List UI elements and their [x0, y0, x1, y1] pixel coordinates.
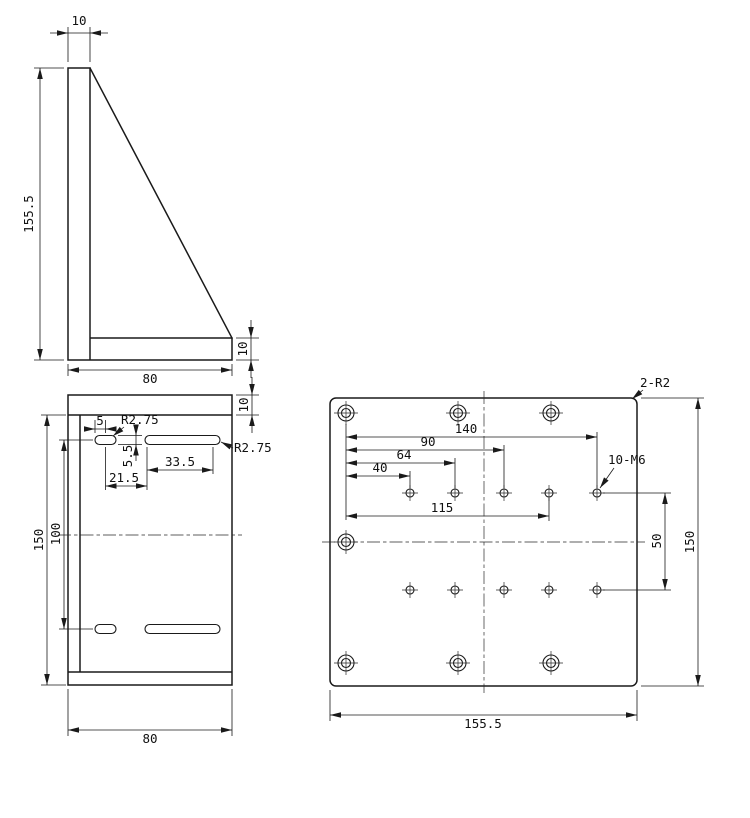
- top-view: 140 90 64 40 115 50 150 155.5: [322, 375, 704, 731]
- dim-label: R2.75: [234, 440, 272, 455]
- extension-lines: [67, 27, 91, 62]
- dim-front-overall-height: 150: [31, 414, 66, 686]
- dim-label: 155.5: [464, 716, 502, 731]
- dim-label: 10-M6: [608, 452, 646, 467]
- note-tapped-holes: 10-M6: [599, 452, 646, 489]
- note-corner-radius: 2-R2: [631, 375, 670, 400]
- extension-lines: [118, 435, 142, 445]
- dim-label: 150: [31, 529, 46, 552]
- dim-label: 50: [649, 533, 664, 548]
- leader-line: [631, 389, 644, 400]
- dim-front-long-slot-radius: R2.75: [220, 440, 272, 455]
- front-view: 10 5 R2.75 5.5 33.5 21.5: [31, 377, 272, 746]
- dim-front-slot-width: 5.5: [118, 424, 142, 468]
- dim-top-64: 64: [346, 447, 455, 466]
- center-mark: [446, 401, 470, 425]
- extension-lines: [329, 397, 704, 721]
- dim-side-top-thickness: 10: [50, 13, 108, 62]
- tapped-hole: [447, 582, 463, 598]
- dim-label: 80: [142, 371, 157, 386]
- dim-label: 10: [71, 13, 86, 28]
- center-mark: [334, 651, 358, 675]
- dim-top-90: 90: [346, 434, 504, 453]
- dim-label: 5.5: [120, 445, 135, 468]
- dim-front-overall-width: 80: [67, 689, 233, 746]
- counterbore-hole: [334, 401, 358, 425]
- center-mark: [539, 401, 563, 425]
- slot-hole: [94, 623, 117, 635]
- center-mark: [334, 401, 358, 425]
- dim-label: 140: [455, 421, 478, 436]
- tapped-hole: [402, 582, 418, 598]
- dim-label: 33.5: [165, 454, 195, 469]
- tapped-hole: [589, 485, 605, 501]
- dim-label: 100: [48, 523, 63, 546]
- center-mark: [446, 651, 470, 675]
- leader-line: [112, 426, 125, 437]
- dim-front-top-thickness: 10: [236, 377, 259, 433]
- dim-front-slot-radius: R2.75: [112, 412, 159, 437]
- counterbore-hole: [446, 401, 470, 425]
- dim-label: 80: [142, 731, 157, 746]
- dim-top-overall-depth: 150: [682, 398, 701, 686]
- tapped-hole: [541, 582, 557, 598]
- side-view: 10 155.5 10 80: [21, 13, 259, 386]
- bracket-front-outline: [67, 394, 233, 686]
- dim-label: 10: [235, 341, 250, 356]
- dim-label: 2-R2: [640, 375, 670, 390]
- dim-label: 64: [396, 447, 411, 462]
- dim-label: 5: [96, 413, 104, 428]
- dim-label: 10: [236, 397, 251, 412]
- dim-front-slot-row-spacing: 100: [48, 439, 93, 630]
- dim-label: R2.75: [121, 412, 159, 427]
- counterbore-hole: [446, 651, 470, 675]
- dim-label: 155.5: [21, 195, 36, 233]
- extension-lines: [34, 67, 64, 361]
- leader-line: [599, 467, 615, 489]
- dim-top-row-spacing: 50: [649, 493, 668, 590]
- dim-top-140: 140: [346, 421, 597, 440]
- dim-side-overall-height: 155.5: [21, 67, 64, 361]
- slot-hole: [94, 434, 117, 446]
- dim-top-40: 40: [346, 460, 410, 479]
- tapped-hole: [589, 582, 605, 598]
- leader-line: [220, 441, 234, 450]
- dim-front-slot-offset: 5: [84, 413, 117, 433]
- dim-label: 90: [420, 434, 435, 449]
- dim-label: 150: [682, 531, 697, 554]
- tapped-hole: [402, 485, 418, 501]
- dim-front-slot-position: 21.5: [105, 447, 147, 490]
- counterbore-hole: [539, 401, 563, 425]
- dim-label: 40: [372, 460, 387, 475]
- counterbore-hole: [539, 651, 563, 675]
- slot-hole: [144, 623, 221, 635]
- bracket-side-outline: [67, 66, 234, 361]
- dim-top-overall-width: 155.5: [330, 712, 637, 731]
- dim-front-slot-length: 33.5: [146, 447, 214, 490]
- extension-lines: [236, 337, 259, 361]
- counterbore-hole: [334, 651, 358, 675]
- dim-side-base-width: 80: [67, 364, 233, 386]
- slot-hole: [144, 434, 221, 446]
- tapped-hole: [496, 582, 512, 598]
- extension-lines: [236, 394, 259, 416]
- counterbore-hole: [334, 530, 358, 554]
- center-mark: [334, 530, 358, 554]
- dim-label: 115: [431, 500, 454, 515]
- center-mark: [539, 651, 563, 675]
- dim-side-base-thickness: 10: [235, 320, 259, 378]
- dim-label: 21.5: [109, 470, 139, 485]
- dim-top-115: 115: [346, 500, 549, 519]
- extension-lines: [67, 689, 233, 736]
